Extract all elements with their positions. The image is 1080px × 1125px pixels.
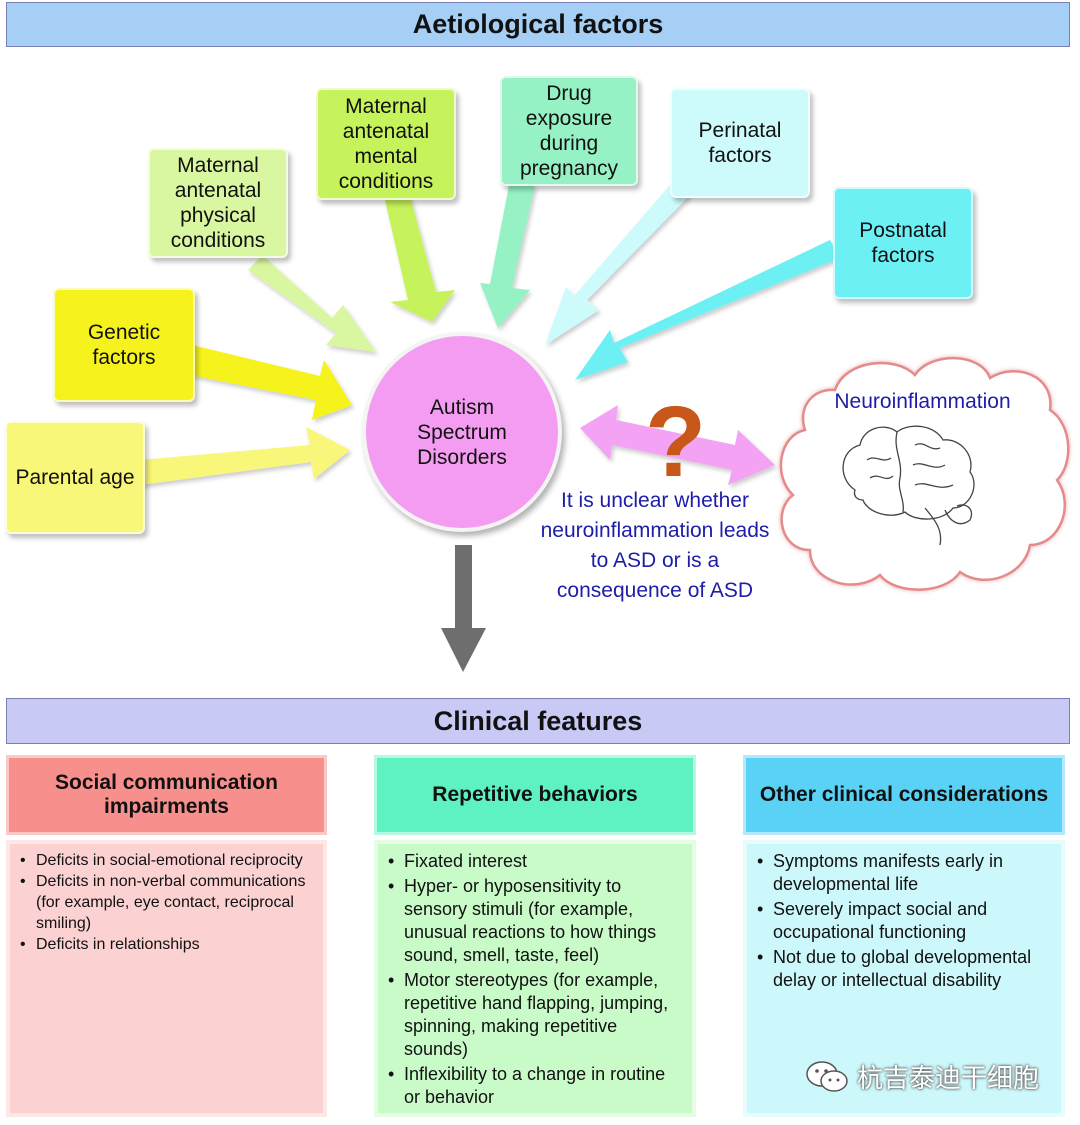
list-item: Severely impact social and occupational … (757, 898, 1051, 944)
arrow-physical (248, 255, 376, 352)
aetiological-factors-banner: Aetiological factors (6, 2, 1070, 47)
arrow-perinatal (545, 185, 690, 345)
factor-perinatal-label: Perinatal factors (698, 119, 782, 167)
neuroinflammation-label: Neuroinflammation (834, 390, 1011, 413)
factor-parental-age: Parental age (5, 421, 145, 534)
repetitive-behaviors-list: Fixated interest Hyper- or hyposensitivi… (388, 850, 682, 1109)
wechat-icon (806, 1060, 848, 1092)
factor-genetic-label: Genetic factors (87, 321, 161, 369)
watermark-text: 杭吉泰迪干细胞 (857, 1063, 1040, 1093)
cloud-shape (779, 356, 1070, 591)
factor-maternal-physical: Maternal antenatal physical conditions (148, 148, 288, 258)
list-item: Not due to global developmental delay or… (757, 946, 1051, 992)
arrow-postnatal (575, 240, 840, 380)
list-item: Inflexibility to a change in routine or … (388, 1063, 682, 1109)
question-mark-icon: ? (645, 386, 707, 498)
asd-center-circle: Autism Spectrum Disorders (362, 332, 562, 532)
clinical-features-banner: Clinical features (6, 698, 1070, 744)
list-item: Hyper- or hyposensitivity to sensory sti… (388, 875, 682, 967)
list-item: Symptoms manifests early in developmenta… (757, 850, 1051, 896)
asd-center-label: Autism Spectrum Disorders (417, 395, 507, 469)
repetitive-behaviors-header: Repetitive behaviors (374, 755, 696, 835)
brain-icon (842, 425, 975, 546)
other-considerations-list: Symptoms manifests early in developmenta… (757, 850, 1051, 992)
factor-maternal-mental: Maternal antenatal mental conditions (316, 88, 456, 200)
social-communication-list: Deficits in social-emotional reciprocity… (20, 850, 313, 955)
arrow-genetic (190, 345, 352, 420)
factor-postnatal: Postnatal factors (833, 187, 973, 299)
arrow-drug (480, 180, 535, 328)
factor-parental-age-label: Parental age (15, 466, 135, 489)
list-item: Deficits in non-verbal communications (f… (20, 871, 313, 934)
arrows-layer (140, 180, 840, 672)
factor-maternal-physical-label: Maternal antenatal physical conditions (170, 154, 266, 252)
other-considerations-header: Other clinical considerations (743, 755, 1065, 835)
factor-drug-exposure-label: Drug exposure during pregnancy (519, 82, 619, 180)
neuroinflammation-cloud (779, 356, 1070, 591)
arrow-down-clinical (441, 545, 486, 672)
double-arrow-neuroinflammation (580, 405, 775, 485)
repetitive-behaviors-title: Repetitive behaviors (432, 783, 638, 806)
other-considerations-body: Symptoms manifests early in developmenta… (743, 840, 1065, 1117)
list-item: Fixated interest (388, 850, 682, 873)
list-item: Motor stereotypes (for example, repetiti… (388, 969, 682, 1061)
watermark: 杭吉泰迪干细胞 (805, 1058, 1039, 1095)
arrow-parental-age (140, 427, 350, 485)
repetitive-behaviors-body: Fixated interest Hyper- or hyposensitivi… (374, 840, 696, 1117)
arrow-mental (385, 196, 455, 322)
neuroinflammation-note: It is unclear whether neuroinflammation … (540, 489, 770, 602)
social-communication-title: Social communication impairments (55, 771, 278, 818)
list-item: Deficits in relationships (20, 934, 313, 955)
factor-drug-exposure: Drug exposure during pregnancy (500, 76, 638, 186)
factor-postnatal-label: Postnatal factors (859, 219, 947, 267)
other-considerations-title: Other clinical considerations (759, 783, 1049, 806)
factor-perinatal: Perinatal factors (670, 88, 810, 198)
social-communication-header: Social communication impairments (6, 755, 327, 835)
factor-maternal-mental-label: Maternal antenatal mental conditions (338, 95, 434, 193)
list-item: Deficits in social-emotional reciprocity (20, 850, 313, 871)
aetiological-factors-title: Aetiological factors (412, 9, 664, 39)
clinical-features-title: Clinical features (433, 705, 643, 736)
social-communication-body: Deficits in social-emotional reciprocity… (6, 840, 327, 1117)
factor-genetic: Genetic factors (53, 288, 195, 402)
